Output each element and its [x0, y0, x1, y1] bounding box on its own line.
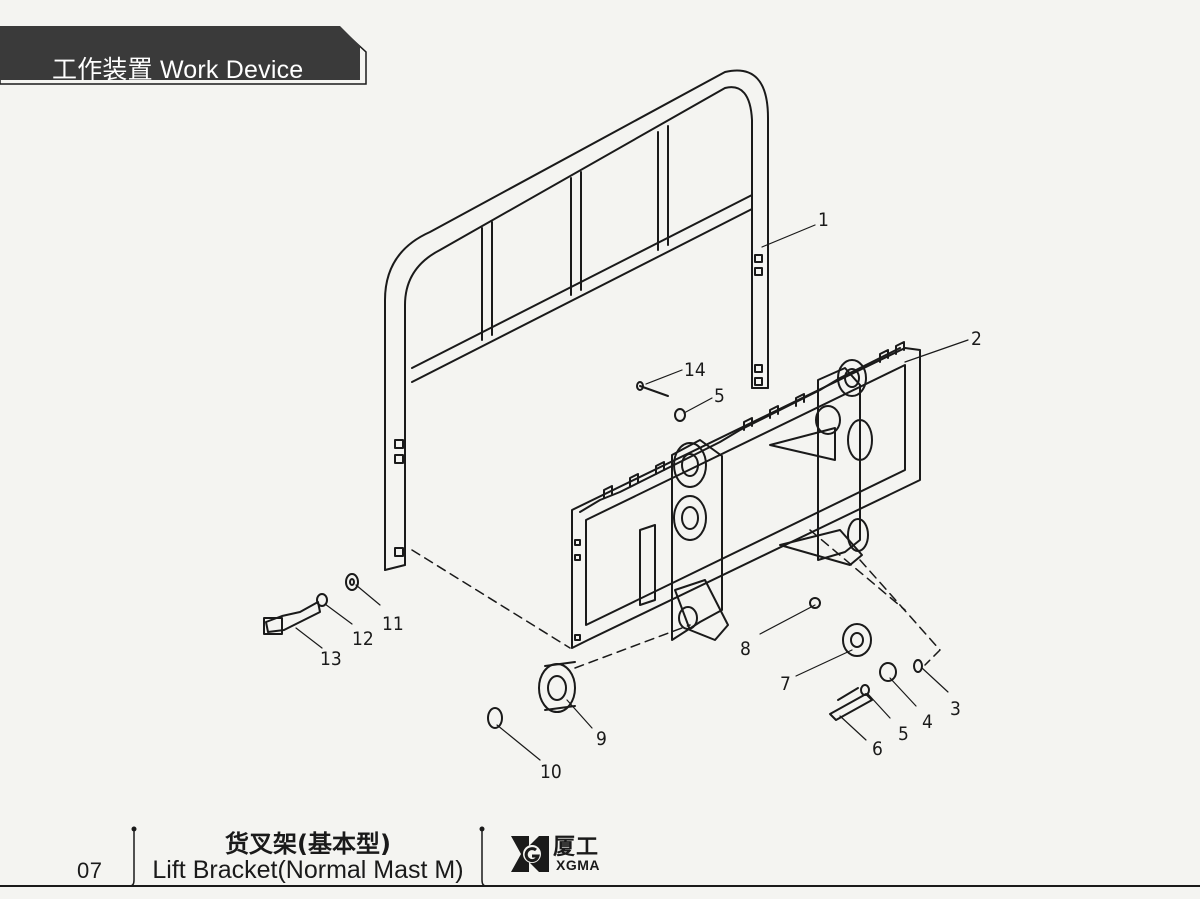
- brand-name-chinese: 厦工: [553, 835, 600, 860]
- section-title: 工作装置 Work Device: [52, 56, 304, 84]
- xgma-logo-icon: [511, 836, 549, 872]
- drawing-title-english: Lift Bracket(Normal Mast M): [152, 856, 464, 884]
- load-backrest-part: [384, 69, 769, 571]
- footer-separator-right: [479, 826, 486, 887]
- callout-5-upper: 5: [714, 385, 725, 407]
- callout-4: 4: [922, 711, 933, 733]
- callout-2: 2: [971, 328, 982, 350]
- fork-carriage-part: [571, 341, 921, 649]
- footer-separator-left: [130, 826, 137, 887]
- callout-9: 9: [596, 728, 607, 750]
- callout-12: 12: [352, 628, 374, 650]
- callout-5: 5: [898, 723, 909, 745]
- header-tab-shape: [0, 26, 367, 85]
- callout-8: 8: [740, 638, 751, 660]
- leader-lines: [295, 224, 969, 761]
- callout-3: 3: [950, 698, 961, 720]
- callout-7: 7: [780, 673, 791, 695]
- page-number: 07: [77, 858, 103, 883]
- drawing-title-chinese: 货叉架(基本型): [225, 830, 391, 858]
- callout-11: 11: [382, 613, 404, 635]
- loose-parts: [263, 381, 923, 729]
- callout-10: 10: [540, 761, 562, 783]
- callout-6: 6: [872, 738, 883, 760]
- callout-14: 14: [684, 359, 706, 381]
- footer-rule: [0, 885, 1200, 887]
- callout-1: 1: [818, 209, 829, 231]
- callout-13: 13: [320, 648, 342, 670]
- brand-name-english: XGMA: [556, 857, 600, 873]
- part-callouts: 1 2 3 4 5 6 7 8 9 10 11 12 13 14 5: [320, 209, 982, 783]
- section-header-tab: 工作装置 Work Device: [0, 18, 368, 86]
